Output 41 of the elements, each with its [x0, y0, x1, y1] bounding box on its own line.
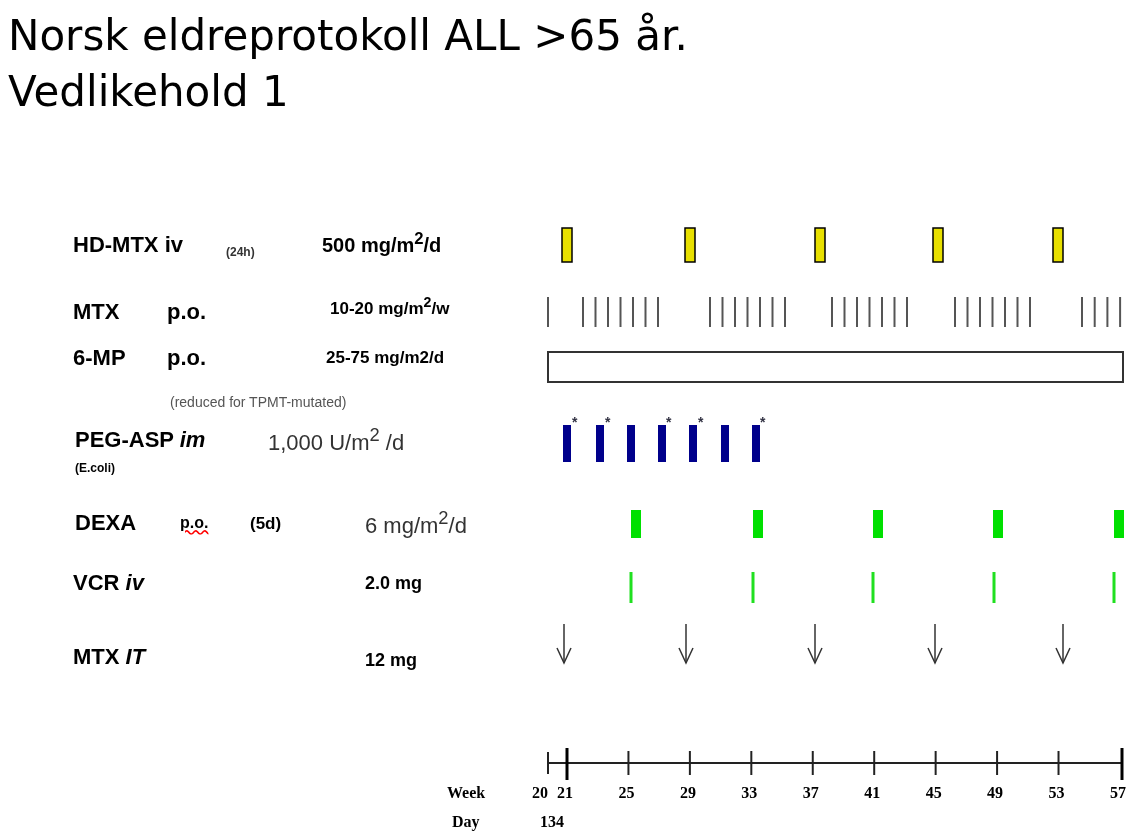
dose-label: 10-20 mg/m$^{2}$/w	[330, 295, 450, 317]
week-number: 49	[987, 785, 1004, 801]
week-number: 20	[532, 785, 548, 801]
drug-name: HD-MTX iv	[73, 234, 183, 256]
route-note: (24h)	[226, 246, 255, 258]
duration-label: (5d)	[250, 514, 282, 532]
week-number: 53	[1048, 785, 1065, 801]
drug-name: PEG-ASP im	[75, 429, 206, 451]
dose-label: 12 mg	[365, 651, 418, 669]
week-number: 25	[618, 785, 635, 801]
asterisk-mark: *	[666, 415, 672, 429]
route-label: p.o.	[167, 347, 207, 369]
drug-name: 6-MP	[73, 347, 126, 369]
drug-name: DEXA	[75, 512, 137, 534]
week-number: 33	[741, 785, 758, 801]
week-number: 45	[925, 785, 942, 801]
week-number: 21	[557, 785, 573, 801]
dose-label: 500 mg/m$^{2}$/d	[322, 231, 442, 255]
dose-label: 25-75 mg/m2/d	[326, 348, 445, 366]
axis-label: Day	[452, 814, 480, 830]
asterisk-mark: *	[605, 415, 611, 429]
dose-label: 2.0 mg	[365, 574, 423, 592]
drug-name: VCR iv	[73, 572, 144, 594]
note: (reduced for TPMT-mutated)	[170, 395, 347, 409]
asterisk-mark: *	[698, 415, 704, 429]
day-number: 134	[540, 814, 564, 830]
drug-name: MTX IT	[73, 646, 146, 668]
week-number: 37	[802, 785, 819, 801]
asterisk-mark: *	[760, 415, 766, 429]
week-number: 29	[679, 785, 696, 801]
asterisk-mark: *	[572, 415, 578, 429]
week-number: 57	[1109, 785, 1126, 801]
dose-label: 6 mg/m$^{2}$/d	[365, 509, 467, 537]
source-note: (E.coli)	[75, 462, 115, 474]
week-number: 41	[864, 785, 881, 801]
route-label: p.o.	[180, 515, 209, 531]
drug-name: MTX	[73, 301, 120, 323]
route-label: p.o.	[167, 301, 207, 323]
axis-label: Week	[447, 785, 486, 801]
slide-title: Norsk eldreprotokoll ALL >65 år. Vedlikehold 1	[8, 10, 689, 118]
dose-label: 1,000 U/m$^{2}$ /d	[268, 426, 405, 454]
